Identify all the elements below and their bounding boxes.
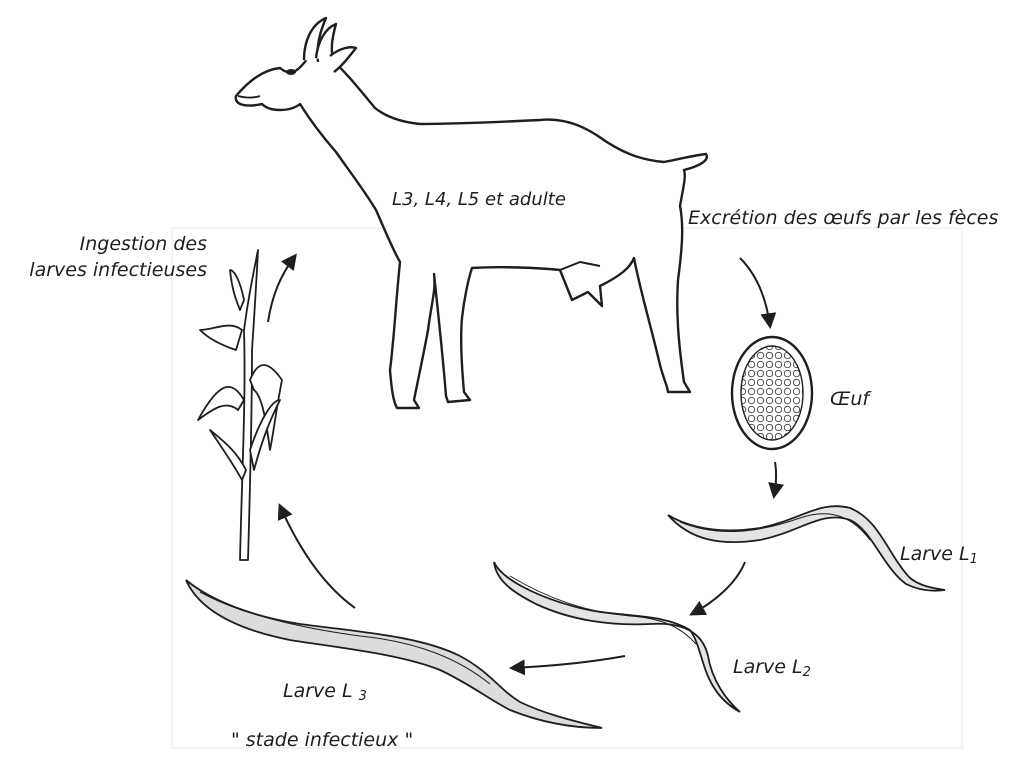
larva-l3-label-sub: 3 bbox=[359, 689, 367, 704]
arrow-grass-to-goat bbox=[268, 256, 295, 322]
egg-icon bbox=[732, 337, 812, 449]
infective-stage-label: " stade infectieux " bbox=[231, 727, 413, 753]
egg-label: Œuf bbox=[830, 386, 869, 412]
ingestion-line-1: Ingestion des bbox=[0, 231, 207, 257]
larva-l2-label: Larve L2 bbox=[733, 654, 811, 686]
arrow-l1-to-l2 bbox=[692, 562, 745, 614]
arrow-l2-to-l3 bbox=[512, 656, 625, 668]
larva-l1-label: Larve L1 bbox=[900, 541, 978, 573]
arrow-egg-to-l1 bbox=[774, 462, 776, 496]
ingestion-line-2: larves infectieuses bbox=[0, 257, 207, 283]
larva-l3-label-base: Larve L bbox=[283, 680, 359, 702]
arrow-l3-to-grass bbox=[280, 506, 355, 608]
larva-l1-label-base: Larve L bbox=[900, 543, 970, 565]
host-stages-label: L3, L4, L5 et adulte bbox=[392, 187, 566, 213]
excretion-label: Excrétion des œufs par les fèces bbox=[688, 205, 998, 231]
grass-icon bbox=[198, 250, 282, 560]
ingestion-label: Ingestion des larves infectieuses bbox=[0, 231, 207, 283]
cycle-arrows bbox=[268, 256, 776, 668]
larva-l1-label-sub: 1 bbox=[970, 552, 978, 567]
goat-icon bbox=[236, 18, 707, 408]
larva-l2-label-sub: 2 bbox=[803, 665, 811, 680]
arrow-excretion-to-egg bbox=[740, 258, 770, 326]
larva-l2-icon bbox=[494, 562, 740, 712]
background-frame bbox=[172, 228, 962, 748]
larva-l3-label: Larve L 3 bbox=[283, 678, 367, 710]
larva-l2-label-base: Larve L bbox=[733, 656, 803, 678]
